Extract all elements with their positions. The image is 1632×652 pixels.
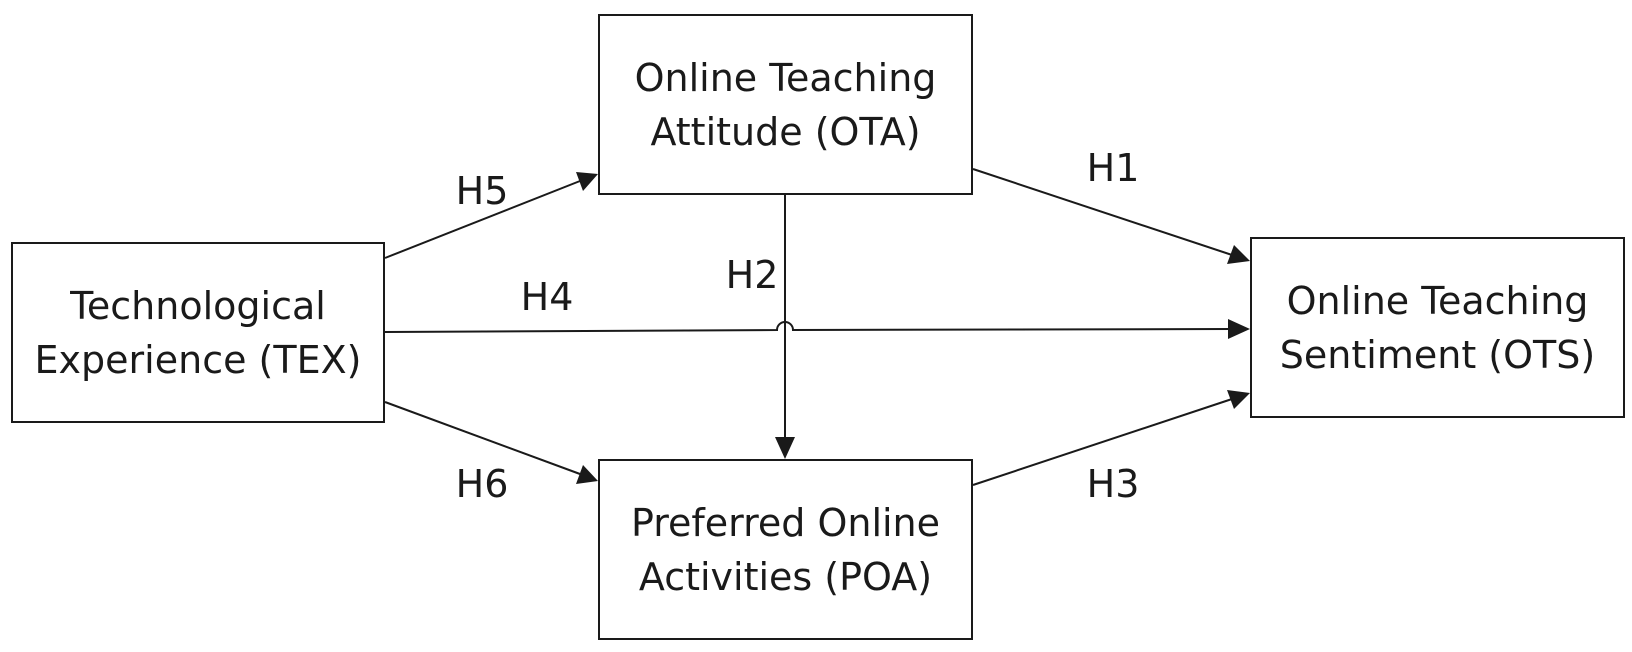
node-tex-line2: Experience (TEX)	[34, 337, 362, 382]
arrowhead-h6	[576, 465, 598, 484]
edge-label-h6: H6	[455, 462, 509, 506]
arrowhead-h1	[1227, 245, 1250, 264]
arrow-h5	[384, 180, 581, 259]
node-ots: Online Teaching Sentiment (OTS)	[1250, 237, 1625, 418]
edge-label-h4: H4	[520, 275, 574, 319]
arrowhead-h2	[775, 437, 795, 459]
arrow-h3	[972, 398, 1233, 486]
node-tex-line1: Technological	[70, 283, 326, 328]
arrowhead-h3	[1227, 390, 1250, 409]
node-tex: Technological Experience (TEX)	[11, 242, 385, 423]
node-ota-line2: Attitude (OTA)	[650, 109, 921, 154]
node-ota: Online Teaching Attitude (OTA)	[598, 14, 973, 195]
arrow-h6	[384, 401, 581, 475]
node-ots-line2: Sentiment (OTS)	[1279, 332, 1596, 377]
edge-label-h5: H5	[455, 169, 509, 213]
arrow-h4	[384, 321, 1233, 333]
edge-label-h1: H1	[1086, 146, 1140, 190]
node-poa-line2: Activities (POA)	[638, 554, 933, 599]
node-poa: Preferred Online Activities (POA)	[598, 459, 973, 640]
node-poa-line1: Preferred Online	[630, 500, 941, 545]
arrowhead-h4	[1228, 319, 1250, 339]
edge-label-h2: H2	[725, 253, 779, 297]
edge-label-h3: H3	[1086, 462, 1140, 506]
node-ots-line1: Online Teaching	[1286, 278, 1589, 323]
node-ota-line1: Online Teaching	[634, 55, 937, 100]
arrowhead-h5	[576, 172, 598, 191]
arrow-h1	[972, 168, 1233, 256]
